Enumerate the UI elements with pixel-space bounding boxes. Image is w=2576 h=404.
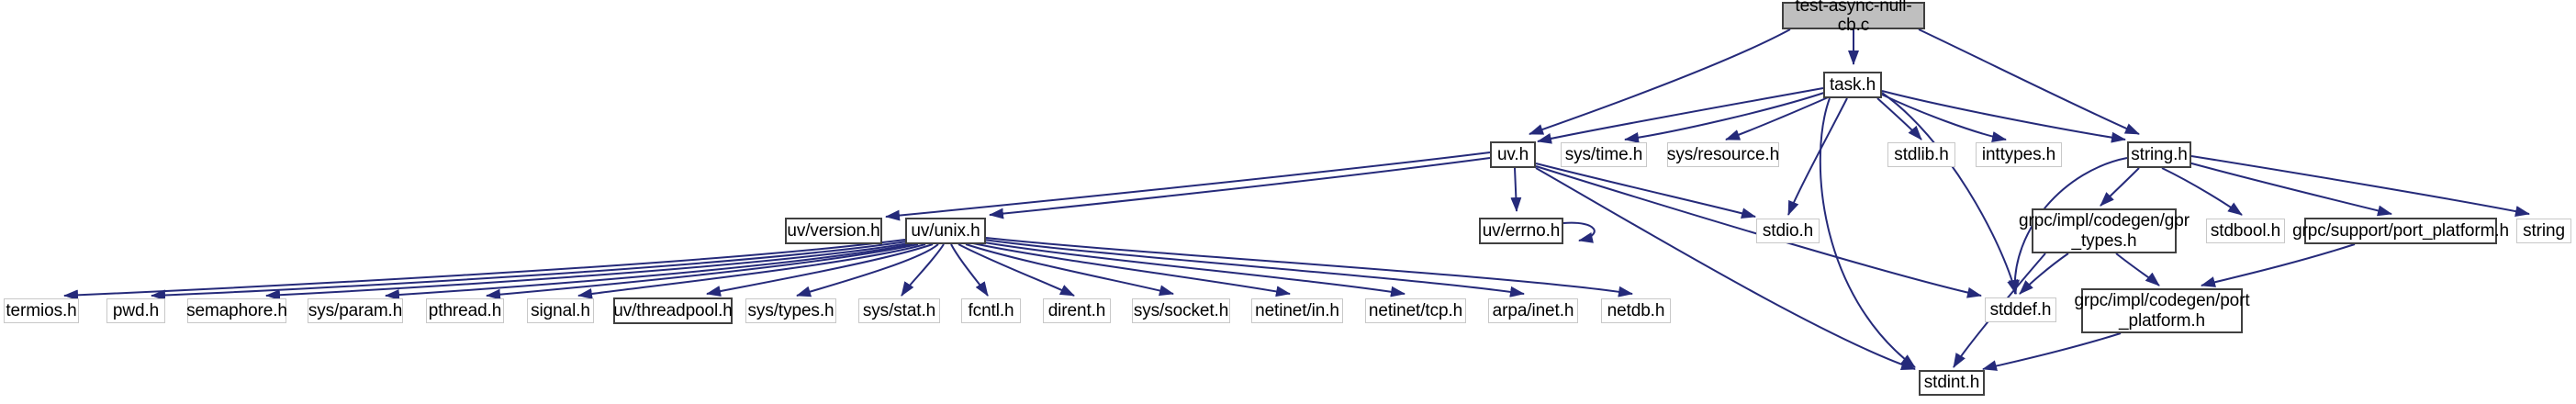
graph-edge	[2161, 167, 2243, 216]
graph-node-termios-h[interactable]: termios.h	[4, 298, 79, 323]
graph-edge	[796, 243, 939, 297]
graph-edge	[958, 243, 1075, 297]
graph-node-grpc-impl-codegen-gpr-types-h[interactable]: grpc/impl/codegen/gpr _types.h	[2019, 208, 2190, 253]
graph-edge	[1510, 167, 1522, 212]
graph-node-grpc-support-port-platform-h[interactable]: grpc/support/port_platform.h	[2292, 218, 2509, 244]
graph-node-netdb-h[interactable]: netdb.h	[1601, 298, 1671, 323]
graph-edge	[1881, 94, 2007, 142]
graph-edge	[385, 243, 913, 301]
graph-node-uv-errno-h[interactable]: uv/errno.h	[1479, 218, 1563, 244]
graph-edge	[486, 243, 919, 300]
graph-edge	[1876, 97, 1922, 140]
graph-node-sys-resource-h[interactable]: sys/resource.h	[1667, 142, 1779, 167]
graph-node-uv-version-h[interactable]: uv/version.h	[785, 218, 882, 244]
graph-node-uv-unix-h[interactable]: uv/unix.h	[905, 218, 986, 244]
graph-node-sys-param-h[interactable]: sys/param.h	[308, 298, 403, 323]
graph-node-stddef-h[interactable]: stddef.h	[1985, 297, 2056, 322]
graph-edge	[950, 243, 989, 297]
graph-node-inttypes-h[interactable]: inttypes.h	[1976, 142, 2062, 167]
graph-edge	[2019, 252, 2069, 295]
graph-edge	[2100, 167, 2140, 207]
graph-edge	[1787, 97, 1848, 216]
graph-edge	[2190, 155, 2530, 217]
graph-node-semaphore-h[interactable]: semaphore.h	[186, 298, 287, 323]
graph-edge	[1537, 87, 1824, 144]
graph-node-string[interactable]: string	[2516, 219, 2571, 243]
edge-group	[63, 28, 2530, 371]
graph-edge	[2008, 157, 2128, 295]
graph-edge	[1881, 90, 2126, 143]
graph-node-stdio-h[interactable]: stdio.h	[1756, 219, 1820, 243]
graph-node-uv-threadpool-h[interactable]: uv/threadpool.h	[613, 297, 733, 324]
graph-node-dirent-h[interactable]: dirent.h	[1043, 298, 1111, 323]
graph-edge	[901, 243, 945, 297]
graph-node-task-h[interactable]: task.h	[1823, 72, 1882, 98]
graph-node-stdint-h[interactable]: stdint.h	[1919, 370, 1985, 396]
graph-node-pthread-h[interactable]: pthread.h	[426, 298, 504, 323]
graph-edge	[2201, 243, 2356, 287]
graph-node-sys-types-h[interactable]: sys/types.h	[745, 298, 836, 323]
graph-node-fcntl-h[interactable]: fcntl.h	[961, 298, 1021, 323]
graph-edge	[1725, 94, 1835, 140]
graph-node-arpa-inet-h[interactable]: arpa/inet.h	[1488, 298, 1578, 323]
graph-edge	[1529, 28, 1791, 135]
graph-node-stdlib-h[interactable]: stdlib.h	[1887, 142, 1955, 167]
graph-node-string-h[interactable]: string.h	[2127, 141, 2191, 168]
graph-node-test-async-null-cb-c[interactable]: test-async-null-cb.c	[1782, 0, 1925, 35]
graph-node-stdbool-h[interactable]: stdbool.h	[2206, 219, 2285, 243]
graph-edge	[1562, 221, 1596, 243]
graph-edge	[577, 243, 926, 299]
graph-edge	[151, 241, 908, 301]
graph-node-pwd-h[interactable]: pwd.h	[106, 298, 165, 323]
graph-edge	[1982, 332, 2122, 371]
graph-edge	[989, 157, 1491, 219]
graph-node-netinet-tcp-h[interactable]: netinet/tcp.h	[1365, 298, 1466, 323]
graph-edge	[1535, 163, 1756, 219]
graph-edge	[265, 242, 910, 301]
graph-edge	[63, 239, 906, 301]
graph-node-sys-stat-h[interactable]: sys/stat.h	[858, 298, 940, 323]
graph-node-netinet-in-h[interactable]: netinet/in.h	[1251, 298, 1343, 323]
graph-edge	[1819, 97, 1916, 368]
graph-edge	[2184, 161, 2392, 217]
graph-edge	[1624, 91, 1828, 143]
graph-edge	[2115, 252, 2160, 286]
graph-edge	[978, 241, 1406, 297]
graph-node-uv-h[interactable]: uv.h	[1490, 141, 1536, 168]
graph-node-sys-time-h[interactable]: sys/time.h	[1561, 142, 1647, 167]
graph-edge	[965, 243, 1174, 297]
graph-node-grpc-impl-codegen-port-platform-h[interactable]: grpc/impl/codegen/port _platform.h	[2074, 288, 2250, 333]
graph-edge	[885, 152, 1491, 221]
graph-edge	[1881, 92, 2018, 295]
graph-node-signal-h[interactable]: signal.h	[527, 298, 594, 323]
graph-edge	[1918, 28, 2140, 135]
graph-edge	[972, 242, 1291, 297]
graph-edge	[983, 239, 1525, 297]
graph-edge	[1535, 167, 1916, 370]
graph-node-sys-socket-h[interactable]: sys/socket.h	[1132, 298, 1230, 323]
graph-edge	[706, 243, 934, 297]
graph-edge	[985, 237, 1633, 297]
